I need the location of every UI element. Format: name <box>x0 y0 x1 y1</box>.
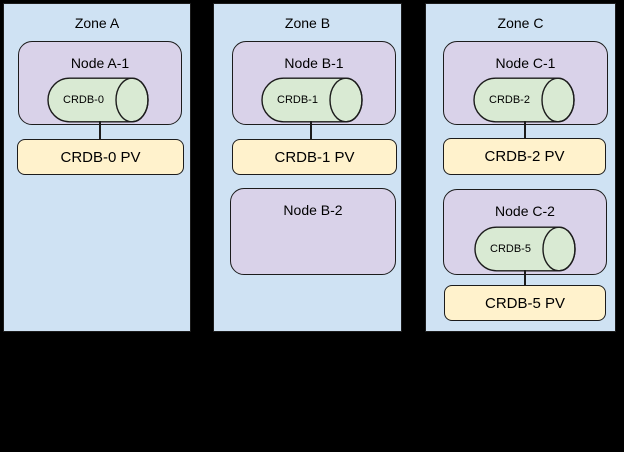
crdb-1-label: CRDB-1 <box>277 94 318 106</box>
crdb-5-pod: CRDB-5 <box>473 226 576 272</box>
node-a-1: Node A-1 CRDB-0 <box>18 41 182 125</box>
crdb-5-pv: CRDB-5 PV <box>444 285 606 321</box>
node-c-1: Node C-1 CRDB-2 <box>443 41 608 125</box>
crdb-1-pv-label: CRDB-1 PV <box>274 148 355 166</box>
crdb-2-pv-label: CRDB-2 PV <box>484 148 565 165</box>
zone-a: Zone A Node A-1 CRDB-0 CRDB-0 PV <box>3 3 191 332</box>
crdb-5-label: CRDB-5 <box>490 243 531 255</box>
crdb-5-pv-label: CRDB-5 PV <box>484 294 566 312</box>
crdb-0-to-pv-connector <box>99 121 101 140</box>
database-cylinder-icon <box>474 226 576 272</box>
node-c-2-title: Node C-2 <box>495 203 555 219</box>
crdb-2-label: CRDB-2 <box>489 94 530 106</box>
node-c-2: Node C-2 CRDB-5 <box>443 189 607 275</box>
database-cylinder-icon <box>47 77 149 123</box>
crdb-1-pv: CRDB-1 PV <box>232 139 397 175</box>
crdb-0-pod: CRDB-0 <box>46 77 149 123</box>
crdb-2-pod: CRDB-2 <box>472 77 575 123</box>
node-b-1: Node B-1 CRDB-1 <box>232 41 396 125</box>
zone-b: Zone B Node B-1 CRDB-1 CRDB-1 PV Node B-… <box>213 3 402 332</box>
zone-c: Zone C Node C-1 CRDB-2 CRDB-2 PV Node C-… <box>425 3 616 332</box>
crdb-2-to-pv-connector <box>524 121 526 139</box>
zone-a-title: Zone A <box>74 15 120 31</box>
crdb-2-pv: CRDB-2 PV <box>443 138 606 175</box>
node-c-1-title: Node C-1 <box>495 55 556 71</box>
crdb-0-pv-label: CRDB-0 PV <box>60 148 141 166</box>
node-b-2: Node B-2 <box>230 188 396 275</box>
node-b-1-title: Node B-1 <box>284 55 344 71</box>
database-cylinder-icon <box>473 77 575 123</box>
node-b-2-title: Node B-2 <box>283 202 343 218</box>
database-cylinder-icon <box>261 77 363 123</box>
crdb-0-label: CRDB-0 <box>63 94 104 106</box>
crdb-1-to-pv-connector <box>310 121 312 140</box>
zone-b-title: Zone B <box>284 15 331 31</box>
crdb-5-to-pv-connector <box>524 270 526 286</box>
crdb-1-pod: CRDB-1 <box>260 77 363 123</box>
node-a-1-title: Node A-1 <box>70 55 130 71</box>
zone-c-title: Zone C <box>497 15 544 31</box>
crdb-0-pv: CRDB-0 PV <box>17 139 184 175</box>
